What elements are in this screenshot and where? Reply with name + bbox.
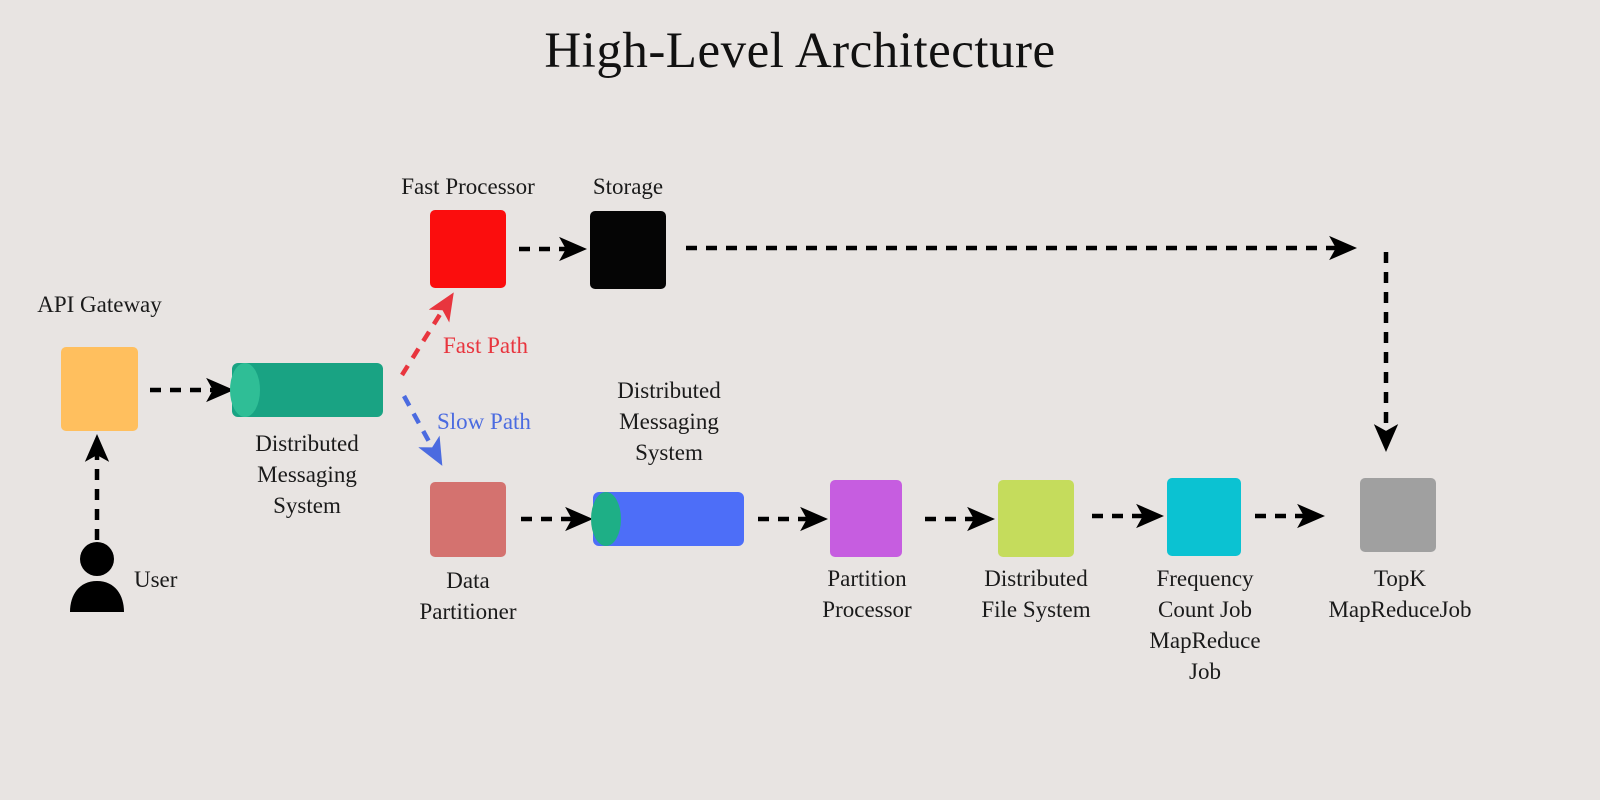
- storage-node[interactable]: [590, 211, 666, 289]
- slow-path-label: Slow Path: [437, 409, 531, 434]
- data-partitioner-label: Data Partitioner: [419, 568, 517, 624]
- frequency-count-job-label: Frequency Count Job MapReduce Job: [1149, 566, 1261, 684]
- page-title: High-Level Architecture: [544, 23, 1056, 79]
- topk-job-node[interactable]: [1360, 478, 1436, 552]
- frequency-count-job-node[interactable]: [1167, 478, 1241, 556]
- messaging-system-bottom-label: Distributed Messaging System: [617, 378, 721, 465]
- topk-job-label: TopK MapReduceJob: [1328, 566, 1472, 622]
- arrow-slow-path: [402, 394, 443, 466]
- data-partitioner-node[interactable]: [430, 482, 506, 557]
- arrow-fast-path: [400, 292, 454, 377]
- person-icon: [70, 542, 124, 612]
- messaging-system-top-node[interactable]: [230, 363, 383, 417]
- cylinder-cap: [230, 363, 260, 417]
- user-label: User: [134, 567, 178, 592]
- partition-processor-label: Partition Processor: [822, 566, 912, 622]
- messaging-system-bottom-node[interactable]: [591, 492, 744, 546]
- api-gateway-label: API Gateway: [37, 292, 162, 317]
- api-gateway-node[interactable]: [61, 347, 138, 431]
- fast-path-label: Fast Path: [443, 333, 528, 358]
- user-node[interactable]: [68, 542, 126, 612]
- cylinder-cap: [591, 492, 621, 546]
- fast-processor-node[interactable]: [430, 210, 506, 288]
- fast-processor-label: Fast Processor: [401, 174, 535, 199]
- distributed-file-system-label: Distributed File System: [981, 566, 1091, 622]
- distributed-file-system-node[interactable]: [998, 480, 1074, 557]
- messaging-system-top-label: Distributed Messaging System: [255, 431, 359, 518]
- partition-processor-node[interactable]: [830, 480, 902, 557]
- storage-label: Storage: [592, 174, 664, 199]
